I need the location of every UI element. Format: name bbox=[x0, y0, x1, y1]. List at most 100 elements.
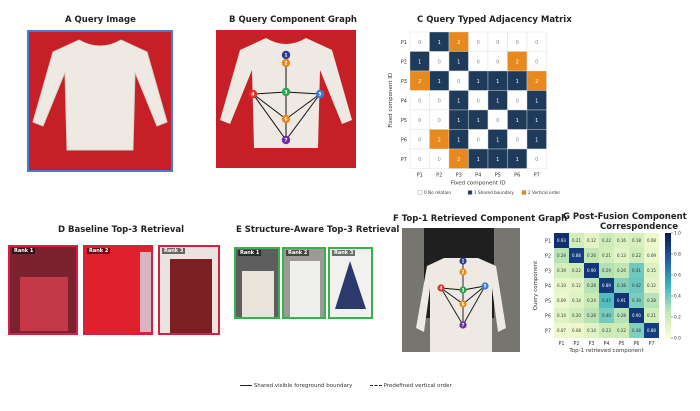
matrix-row-label: P2 bbox=[401, 59, 407, 65]
matrix-col-label: P7 bbox=[534, 173, 540, 179]
colorbar-segment bbox=[665, 233, 671, 237]
heatmap-cell bbox=[584, 263, 599, 278]
matrix-cell-value: 0 bbox=[418, 157, 421, 163]
matrix-col-label: P5 bbox=[495, 173, 501, 179]
node-6-label: 6 bbox=[284, 117, 287, 123]
matrix-cell-value: 0 bbox=[438, 157, 441, 163]
heatmap-cell-value: 0.89 bbox=[602, 283, 611, 288]
heatmap-row-label: P7 bbox=[545, 328, 551, 334]
query-graph-svg: 1 2 4 3 5 6 7 bbox=[216, 30, 356, 168]
panel-g-title-2: Correspondence bbox=[600, 222, 678, 232]
heatmap-cell-value: 0.28 bbox=[587, 313, 596, 318]
colorbar-segment bbox=[665, 319, 671, 323]
matrix-cell-value: 1 bbox=[496, 157, 499, 163]
garment-shape bbox=[242, 271, 274, 317]
f-node-1-label: 1 bbox=[462, 258, 465, 263]
rank-1-label: Rank 1 bbox=[12, 248, 36, 254]
colorbar-segment bbox=[665, 330, 671, 334]
matrix-cell-value: 1 bbox=[438, 79, 441, 85]
matrix-cell-value: 1 bbox=[477, 118, 480, 124]
colorbar-segment bbox=[665, 280, 671, 284]
heatmap-cell bbox=[584, 248, 599, 263]
colorbar-segment bbox=[665, 238, 671, 242]
colorbar-tick-label: 1.0 bbox=[674, 231, 681, 237]
heatmap-col-label: P4 bbox=[604, 341, 610, 347]
heatmap-cell-value: 0.07 bbox=[557, 328, 566, 333]
matrix-cell-value: 1 bbox=[516, 118, 519, 124]
rank-1-label: Rank 1 bbox=[238, 250, 262, 256]
colorbar-segment bbox=[665, 314, 671, 318]
heatmap-cell bbox=[599, 263, 614, 278]
structure-rank-2: Rank 2 bbox=[282, 247, 326, 319]
heatmap-col-label: P6 bbox=[634, 341, 640, 347]
heatmap-cell bbox=[644, 308, 659, 323]
colorbar-segment bbox=[665, 324, 671, 328]
heatmap-cell-value: 0.22 bbox=[617, 328, 626, 333]
matrix-cell-value: 1 bbox=[516, 157, 519, 163]
heatmap-row-label: P2 bbox=[545, 253, 551, 259]
heatmap-cell-value: 0.47 bbox=[602, 298, 611, 303]
heatmap-cell-value: 0.40 bbox=[602, 313, 611, 318]
heatmap-cell-value: 0.09 bbox=[647, 253, 656, 258]
background-strip bbox=[140, 252, 151, 332]
matrix-cell-value: 0 bbox=[477, 137, 480, 143]
colorbar-tick-label: 0.4 bbox=[674, 294, 681, 300]
matrix-cell-value: 2 bbox=[457, 40, 460, 46]
heatmap-cell bbox=[599, 308, 614, 323]
colorbar-segment bbox=[665, 311, 671, 315]
heatmap-cell bbox=[629, 248, 644, 263]
heatmap-row-label: P5 bbox=[545, 298, 551, 304]
colorbar-segment bbox=[665, 269, 671, 273]
colorbar-segment bbox=[665, 272, 671, 276]
matrix-legend-label: 1 Shared boundary bbox=[474, 190, 515, 195]
colorbar-segment bbox=[665, 332, 671, 336]
rank-2-label: Rank 2 bbox=[286, 250, 310, 256]
matrix-col-label: P2 bbox=[436, 173, 442, 179]
matrix-row-label: P7 bbox=[401, 157, 407, 163]
colorbar-segment bbox=[665, 296, 671, 300]
colorbar-segment bbox=[665, 282, 671, 286]
colorbar-segment bbox=[665, 264, 671, 268]
matrix-cell-value: 0 bbox=[457, 79, 460, 85]
matrix-row-label: P6 bbox=[401, 137, 407, 143]
heatmap-cell-value: 0.13 bbox=[617, 253, 626, 258]
matrix-x-axis-label: Fixed component ID bbox=[451, 181, 506, 187]
matrix-cell-value: 0 bbox=[438, 59, 441, 65]
heatmap-cell-value: 0.38 bbox=[632, 328, 641, 333]
heatmap-cell-value: 0.24 bbox=[587, 298, 596, 303]
heatmap-cell bbox=[599, 323, 614, 338]
matrix-cell-value: 1 bbox=[535, 137, 538, 143]
query-image bbox=[27, 30, 173, 172]
matrix-cell-value: 1 bbox=[535, 118, 538, 124]
heatmap-cell-value: 0.28 bbox=[647, 298, 656, 303]
matrix-row-label: P1 bbox=[401, 40, 407, 46]
heatmap-cell-value: 0.08 bbox=[647, 238, 656, 243]
heatmap-cell-value: 0.90 bbox=[632, 313, 641, 318]
matrix-cell-value: 1 bbox=[457, 118, 460, 124]
dashed-line-swatch bbox=[369, 385, 382, 386]
panel-d-title: D Baseline Top-3 Retrieval bbox=[58, 225, 185, 235]
dashed-line-label: Predefined vertical order bbox=[383, 383, 452, 389]
heatmap-col-label: P1 bbox=[559, 341, 565, 347]
heatmap-cell bbox=[599, 278, 614, 293]
node-5-label: 5 bbox=[318, 92, 321, 98]
heatmap-cell-value: 0.90 bbox=[587, 268, 596, 273]
heatmap-cell-value: 0.18 bbox=[632, 238, 641, 243]
colorbar-segment bbox=[665, 251, 671, 255]
heatmap-col-label: P7 bbox=[649, 341, 655, 347]
matrix-cell-value: 0 bbox=[496, 59, 499, 65]
heatmap-cell-value: 0.23 bbox=[602, 328, 611, 333]
heatmap-cell-value: 0.09 bbox=[557, 298, 566, 303]
rank-3-label: Rank 3 bbox=[332, 250, 356, 256]
colorbar-segment bbox=[665, 285, 671, 289]
heatmap-cell bbox=[614, 293, 629, 308]
heatmap-row-label: P1 bbox=[545, 238, 551, 244]
colorbar-segment bbox=[665, 256, 671, 260]
colorbar-segment bbox=[665, 235, 671, 239]
panel-b-title: B Query Component Graph bbox=[229, 15, 357, 25]
baseline-rank-3: Rank 3 bbox=[158, 245, 220, 335]
colorbar-segment bbox=[665, 248, 671, 252]
heatmap-cell-value: 0.26 bbox=[617, 268, 626, 273]
heatmap-cell bbox=[599, 293, 614, 308]
matrix-cell-value: 0 bbox=[535, 157, 538, 163]
